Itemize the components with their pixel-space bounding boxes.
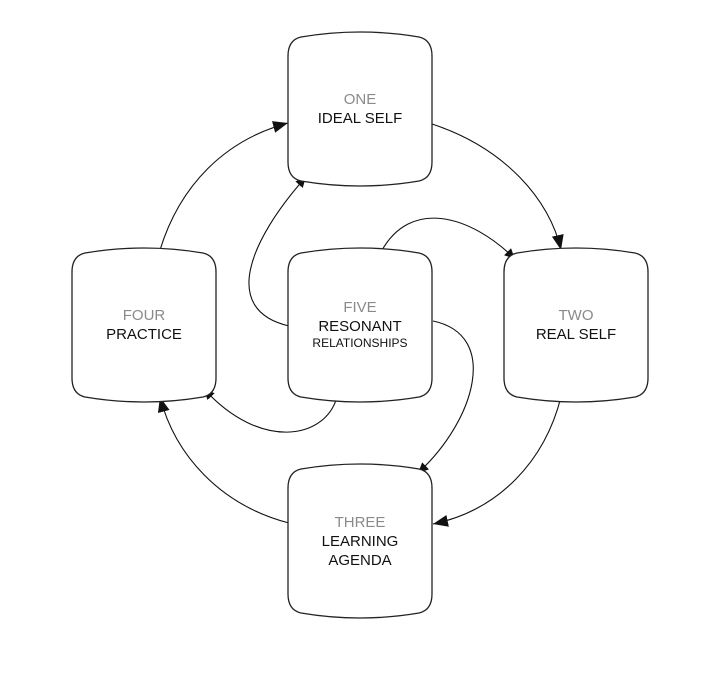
- node-two-number: TWO: [559, 307, 594, 324]
- edge-four-to-one: [159, 121, 289, 251]
- node-four-number: FOUR: [123, 307, 166, 324]
- node-five-subtitle: RELATIONSHIPS: [312, 336, 407, 350]
- edge-one-to-two: [431, 123, 564, 251]
- edge-five-to-one: [248, 177, 306, 327]
- node-four-title: PRACTICE: [106, 326, 182, 343]
- node-one-title: IDEAL SELF: [318, 110, 402, 127]
- node-three-title-line2: AGENDA: [328, 552, 391, 569]
- node-two: TWO REAL SELF: [503, 247, 649, 403]
- edge-five-to-four: [204, 389, 338, 433]
- node-three-title-line1: LEARNING: [322, 533, 399, 550]
- node-five: FIVE RESONANT RELATIONSHIPS: [287, 247, 433, 403]
- node-four: FOUR PRACTICE: [71, 247, 217, 403]
- node-two-title: REAL SELF: [536, 326, 616, 343]
- node-five-number: FIVE: [343, 299, 376, 316]
- node-three-number: THREE: [335, 514, 386, 531]
- node-one-number: ONE: [344, 91, 377, 108]
- node-three: THREE LEARNING AGENDA: [287, 463, 433, 619]
- node-one: ONE IDEAL SELF: [287, 31, 433, 187]
- edge-five-to-two: [380, 217, 515, 259]
- edge-three-to-four: [157, 396, 290, 524]
- edge-five-to-three: [418, 320, 474, 473]
- edge-two-to-three: [432, 396, 562, 527]
- node-five-title: RESONANT: [318, 318, 401, 335]
